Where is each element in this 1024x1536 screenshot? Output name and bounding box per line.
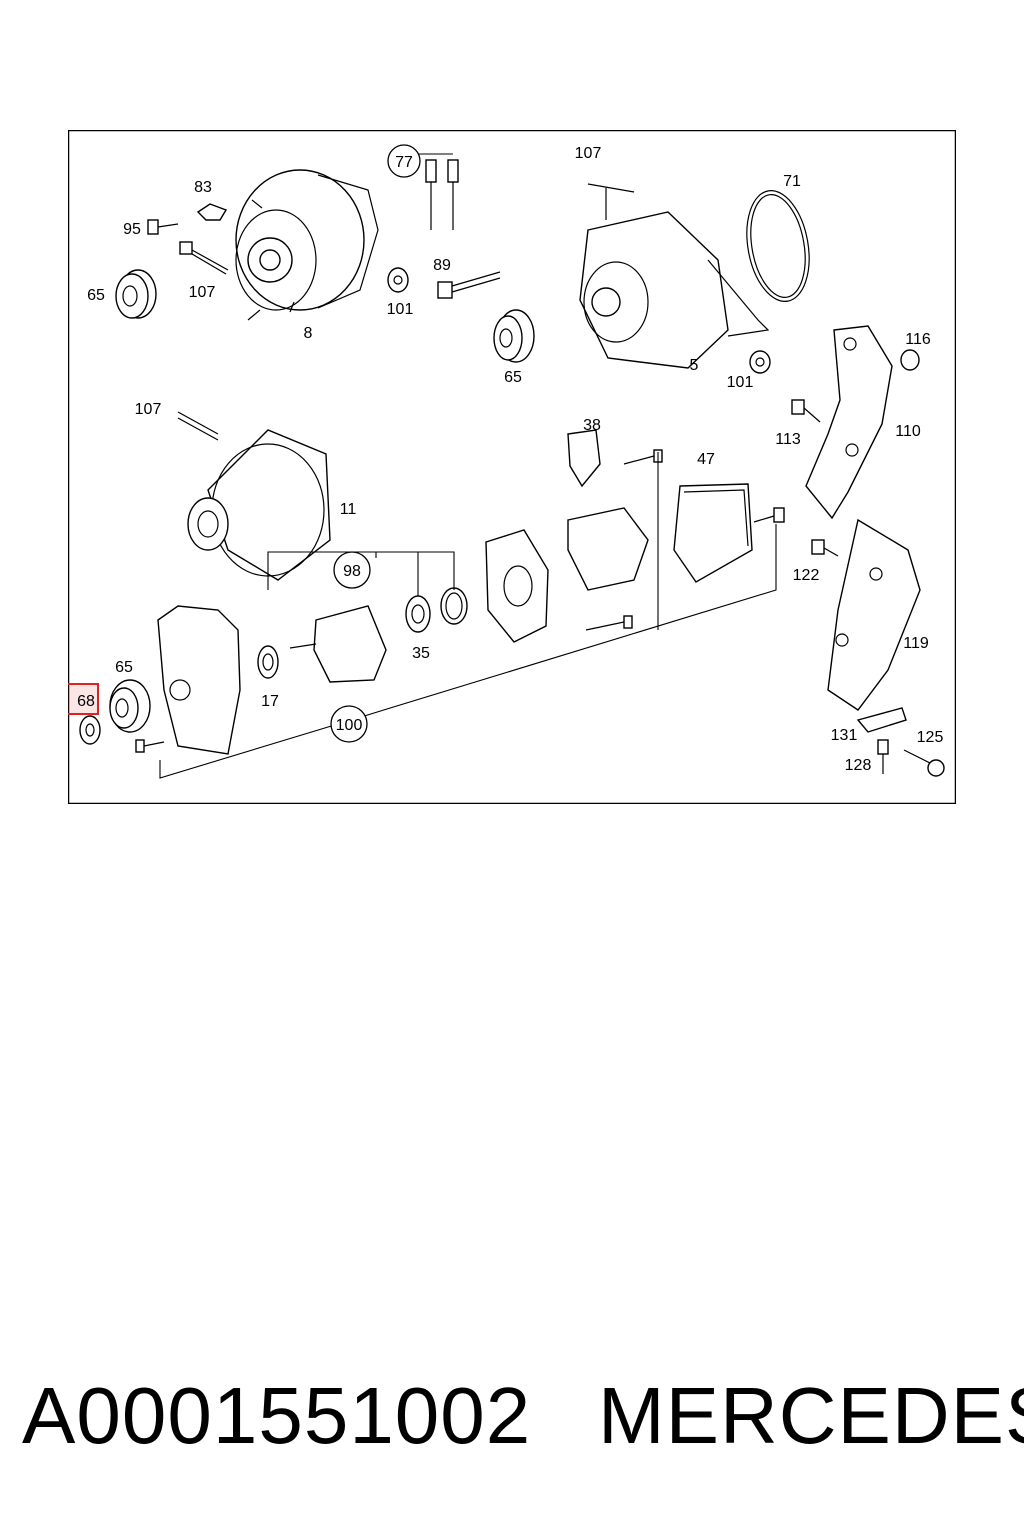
svg-text:68: 68 <box>77 693 95 710</box>
bearing-17 <box>257 645 279 679</box>
callout-107-top: 107 <box>575 145 602 162</box>
footer: A0001551002 MERCEDES <box>0 1370 1024 1470</box>
callout-65-lower: 65 <box>115 659 133 676</box>
pulley-65-top-left <box>115 269 157 319</box>
screw-95 <box>147 219 179 235</box>
callout-65-center: 65 <box>504 369 522 386</box>
bolt-107-top-left <box>179 241 229 275</box>
callout-47: 47 <box>697 451 715 468</box>
nut-101-right <box>749 350 771 374</box>
svg-text:100: 100 <box>336 717 363 734</box>
svg-text:77: 77 <box>395 154 413 171</box>
callout-119: 119 <box>903 635 929 652</box>
callout-110: 110 <box>895 423 921 440</box>
callout-17: 17 <box>261 693 279 710</box>
callout-68-highlighted: 68 <box>68 683 99 715</box>
bolt-113 <box>791 399 821 423</box>
svg-text:98: 98 <box>343 563 361 580</box>
belt-71 <box>746 190 810 302</box>
alternator-5 <box>579 183 770 369</box>
callout-77: 77 <box>387 144 421 178</box>
cap-116 <box>900 349 920 371</box>
plate-131 <box>856 707 907 733</box>
bolt-89 <box>437 271 501 299</box>
callout-8: 8 <box>304 325 313 342</box>
callout-131: 131 <box>831 727 858 744</box>
front-housing <box>157 605 241 755</box>
callout-35: 35 <box>412 645 430 662</box>
callout-89: 89 <box>433 257 451 274</box>
screw-front <box>135 739 165 753</box>
stator <box>485 529 549 643</box>
bolt-122 <box>811 539 839 557</box>
callout-100: 100 <box>330 705 368 743</box>
alternator-11 <box>177 411 331 581</box>
pulley-65-lower <box>109 679 151 733</box>
exploded-parts-diagram: 77 107 71 83 95 107 65 8 89 101 65 5 101… <box>68 130 956 804</box>
callout-116: 116 <box>905 331 931 348</box>
alternator-8 <box>235 169 379 321</box>
nut-68 <box>79 715 101 745</box>
callout-122: 122 <box>793 567 820 584</box>
rectifier-bridge <box>567 507 649 591</box>
callout-101-top: 101 <box>387 301 414 318</box>
bolt-125 <box>903 749 945 777</box>
cover-47 <box>673 483 753 583</box>
callout-38: 38 <box>583 417 601 434</box>
callout-83: 83 <box>194 179 212 196</box>
bearing-35 <box>405 595 431 633</box>
callout-125: 125 <box>917 729 944 746</box>
nut-101-top <box>387 267 409 293</box>
rotor <box>289 605 387 683</box>
part-number: A0001551002 <box>22 1371 532 1460</box>
screw-47 <box>753 507 785 523</box>
callout-98: 98 <box>333 551 371 589</box>
bracket-83 <box>196 203 228 221</box>
brand-name: MERCEDES <box>598 1371 1024 1460</box>
callout-5: 5 <box>690 357 699 374</box>
callout-95: 95 <box>123 221 141 238</box>
bracket-119 <box>827 518 921 711</box>
pulley-65-center <box>493 309 535 363</box>
bolt-128 <box>877 739 889 774</box>
callout-101-right: 101 <box>727 374 754 391</box>
callout-65-top-left: 65 <box>87 287 105 304</box>
connector-77 <box>418 153 459 230</box>
bolt-rectifier-bottom <box>585 615 633 631</box>
ring-98b <box>440 587 468 625</box>
callout-107-middle: 107 <box>135 401 162 418</box>
callout-71: 71 <box>783 173 801 190</box>
callout-128: 128 <box>845 757 872 774</box>
callout-107-left: 107 <box>189 284 216 301</box>
callout-11: 11 <box>340 501 357 518</box>
rectifier-38 <box>567 429 601 488</box>
callout-113: 113 <box>775 431 801 448</box>
bracket-110 <box>805 325 893 520</box>
